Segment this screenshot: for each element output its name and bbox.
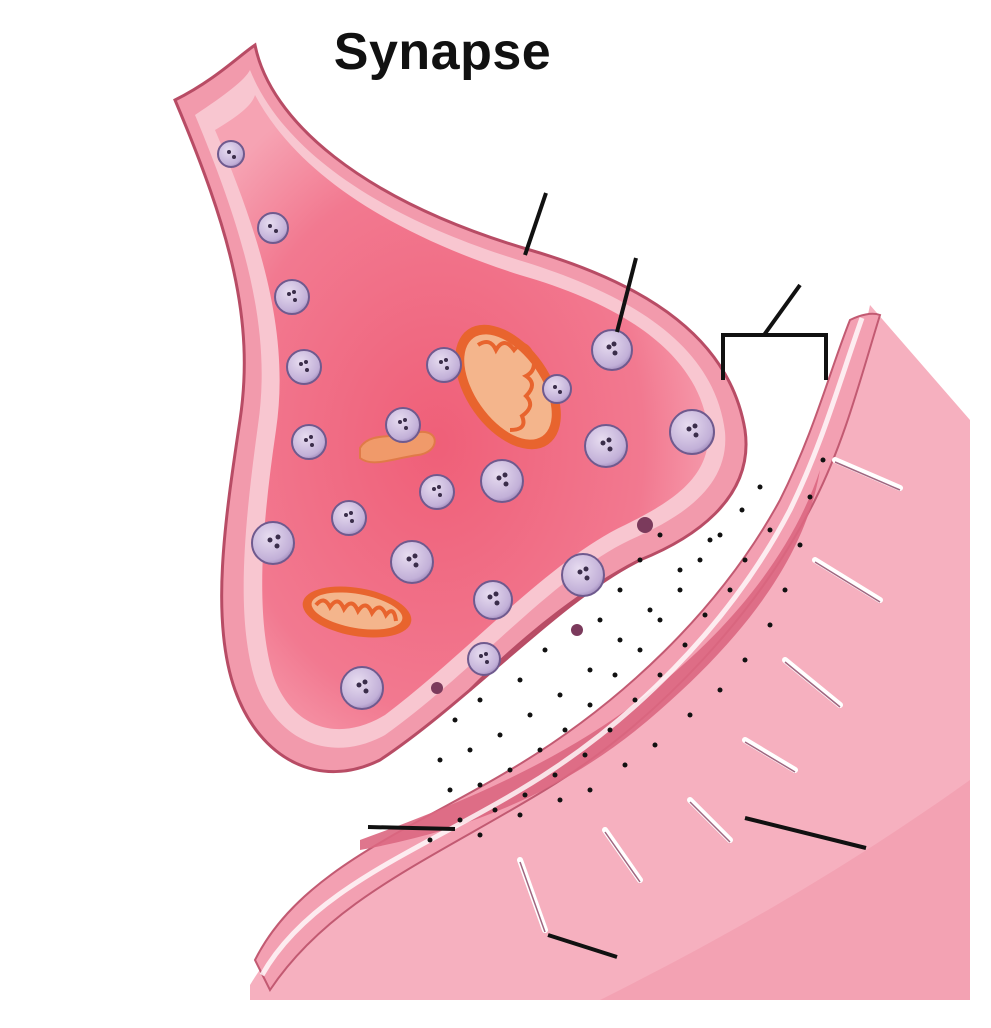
vesicle-contents	[227, 150, 699, 694]
label-line-postsynaptic-membrane	[367, 825, 456, 831]
synaptic-vesicles	[217, 140, 715, 710]
small-organelle	[359, 430, 436, 464]
mitochondrion-lower	[302, 586, 412, 638]
label-line-synaptic-vesicle	[615, 257, 638, 333]
postsynaptic-cell	[250, 305, 970, 1000]
neurotransmitter-molecules	[427, 457, 826, 843]
label-line-synaptic-cleft	[762, 283, 802, 337]
diagram-title: Synapse	[333, 23, 552, 81]
label-bracket-synaptic-cleft	[721, 333, 828, 380]
label-line-presynaptic-membrane	[523, 192, 548, 256]
mitochondrion-upper	[455, 324, 561, 450]
label-line-postsynaptic-cell	[744, 816, 867, 850]
fusing-vesicles	[431, 517, 653, 694]
label-lines	[367, 192, 867, 959]
label-line-receptor	[547, 933, 618, 959]
